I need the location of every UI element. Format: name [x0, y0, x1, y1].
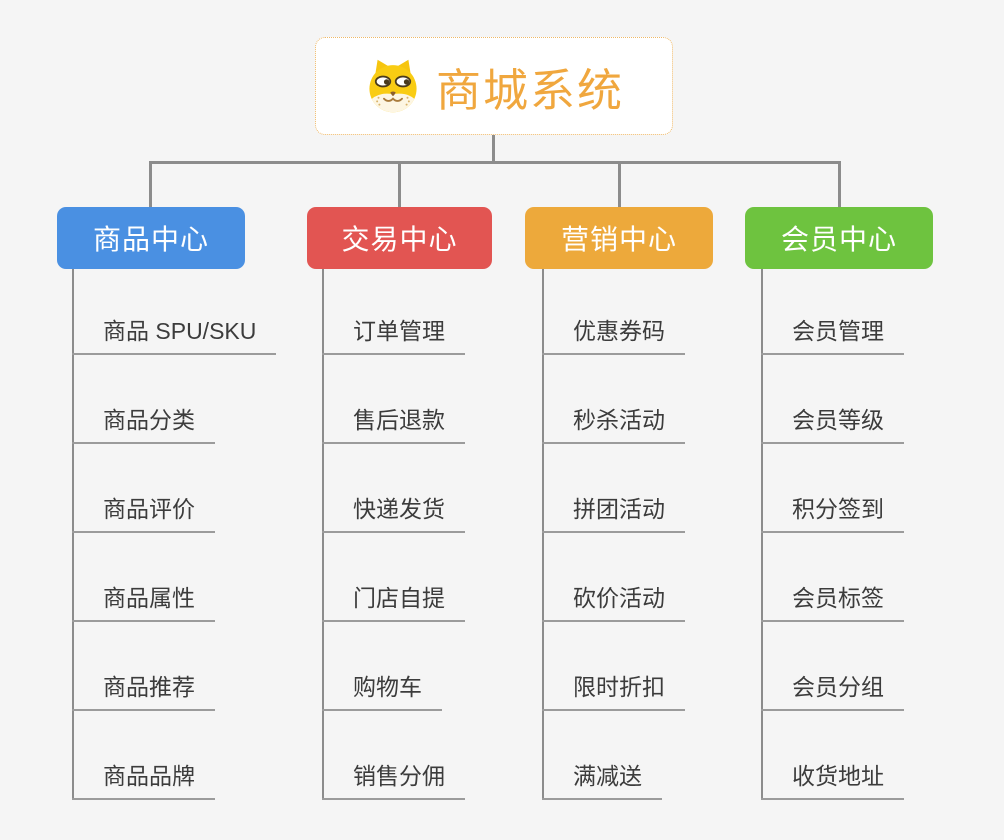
leaf-node[interactable]: 会员等级 — [761, 407, 904, 444]
branch-marketing-center[interactable]: 营销中心 — [525, 207, 713, 269]
connector-branch-drop — [149, 161, 152, 208]
branch-label: 交易中心 — [341, 224, 458, 255]
leaf-node[interactable]: 满减送 — [542, 763, 662, 800]
connector-branch-drop — [838, 161, 841, 208]
branch-trade-center[interactable]: 交易中心 — [307, 207, 492, 269]
root-title: 商城系统 — [435, 64, 624, 116]
connector-bus — [149, 161, 841, 164]
leaf-node[interactable]: 销售分佣 — [322, 763, 465, 800]
branch-label: 商品中心 — [92, 224, 209, 255]
leaf-node[interactable]: 商品推荐 — [72, 674, 215, 711]
leaf-node[interactable]: 门店自提 — [322, 585, 465, 622]
connector-branch-trunk — [542, 269, 544, 800]
leaf-node[interactable]: 会员分组 — [761, 674, 904, 711]
connector-branch-trunk — [322, 269, 324, 800]
leaf-node[interactable]: 秒杀活动 — [542, 407, 685, 444]
leaf-node[interactable]: 积分签到 — [761, 496, 904, 533]
doge-icon — [369, 59, 417, 113]
leaf-node[interactable]: 砍价活动 — [542, 585, 685, 622]
leaf-node[interactable]: 售后退款 — [322, 407, 465, 444]
leaf-node[interactable]: 商品属性 — [72, 585, 215, 622]
leaf-node[interactable]: 商品分类 — [72, 407, 215, 444]
leaf-node[interactable]: 收货地址 — [761, 763, 904, 800]
connector-root-drop — [492, 134, 495, 163]
branch-label: 营销中心 — [560, 224, 677, 255]
connector-branch-trunk — [761, 269, 763, 800]
leaf-node[interactable]: 商品评价 — [72, 496, 215, 533]
leaf-node[interactable]: 拼团活动 — [542, 496, 685, 533]
connector-branch-trunk — [72, 269, 74, 800]
leaf-node[interactable]: 商品品牌 — [72, 763, 215, 800]
leaf-node[interactable]: 会员标签 — [761, 585, 904, 622]
connector-branch-drop — [398, 161, 401, 208]
root-node[interactable]: 商城系统 — [315, 37, 673, 135]
connector-branch-drop — [618, 161, 621, 208]
leaf-node[interactable]: 订单管理 — [322, 318, 465, 355]
leaf-node[interactable]: 优惠券码 — [542, 318, 685, 355]
branch-label: 会员中心 — [780, 224, 897, 255]
leaf-node[interactable]: 购物车 — [322, 674, 442, 711]
leaf-node[interactable]: 快递发货 — [322, 496, 465, 533]
leaf-node[interactable]: 商品 SPU/SKU — [72, 318, 277, 355]
branch-member-center[interactable]: 会员中心 — [745, 207, 933, 269]
leaf-node[interactable]: 会员管理 — [761, 318, 904, 355]
branch-product-center[interactable]: 商品中心 — [57, 207, 245, 269]
leaf-node[interactable]: 限时折扣 — [542, 674, 685, 711]
